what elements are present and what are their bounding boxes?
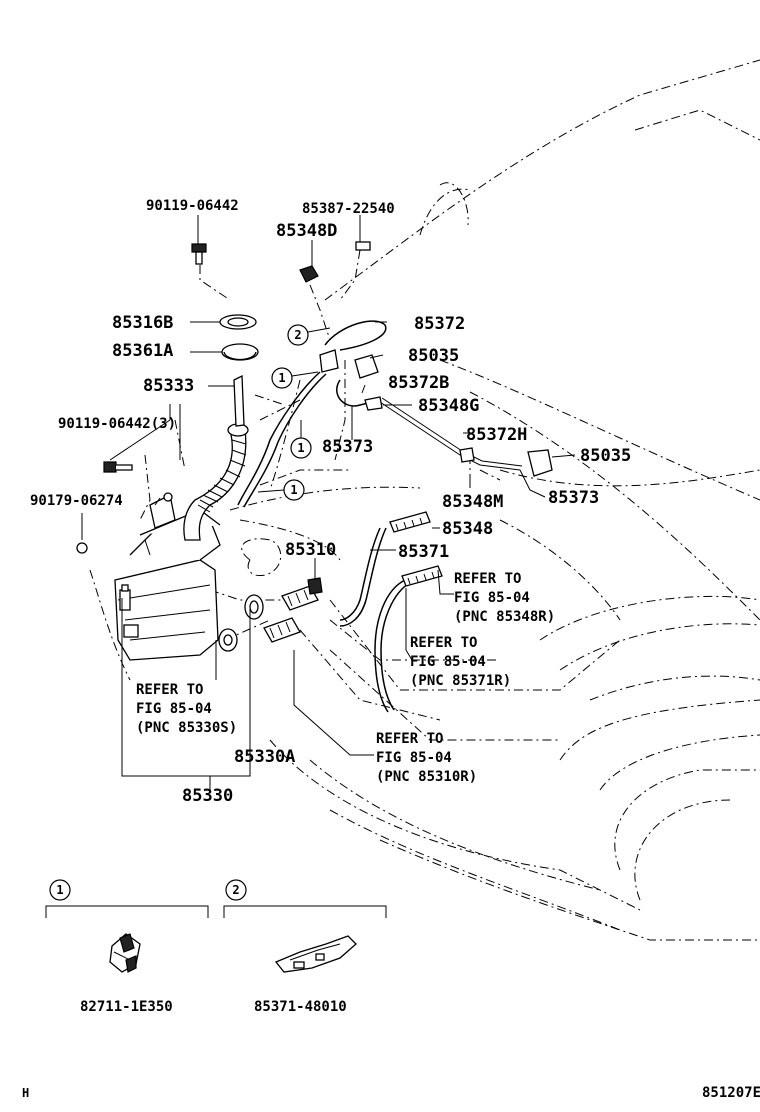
- part-number-label: 90119-06442(3): [58, 416, 176, 432]
- part-number-label: 85372: [414, 314, 465, 334]
- circle-markers: 2 1 1 1: [257, 324, 331, 501]
- refer-line: (PNC 85330S): [136, 720, 237, 736]
- marker-text: 1: [278, 371, 285, 385]
- grommets: [219, 314, 259, 361]
- refer-line: REFER TO: [136, 682, 203, 698]
- inset-marker-1: [49, 879, 71, 901]
- part-number-label: 85348M: [442, 492, 503, 512]
- part-number-label: 85330: [182, 786, 233, 806]
- bolts: [76, 243, 207, 554]
- marker-text: 1: [290, 483, 297, 497]
- filler-neck: [183, 374, 249, 541]
- refer-line: (PNC 85348R): [454, 609, 555, 625]
- refer-line: FIG 85-04: [136, 701, 212, 717]
- marker-circle-2: [287, 324, 309, 346]
- refer-line: (PNC 85310R): [376, 769, 477, 785]
- part-number-label: 85387-22540: [302, 201, 395, 217]
- part-number-label: 85348G: [418, 396, 479, 416]
- refer-line: FIG 85-04: [454, 590, 530, 606]
- refer-line: (PNC 85371R): [410, 673, 511, 689]
- part-number-label: 85371: [398, 542, 449, 562]
- part-labels: 90119-06442 85387-22540 85348D 85316B 85…: [30, 198, 631, 806]
- refer-line: FIG 85-04: [376, 750, 452, 766]
- inset-part-number: 82711-1E350: [80, 999, 173, 1015]
- refer-line: REFER TO: [376, 731, 443, 747]
- part-number-label: 85348: [442, 519, 493, 539]
- part-number-label: 85330A: [234, 747, 295, 767]
- part-number-label: 85372B: [388, 373, 449, 393]
- marker-text: 2: [294, 328, 301, 342]
- part-number-label: 85035: [408, 346, 459, 366]
- part-number-label: 90119-06442: [146, 198, 239, 214]
- inset-2: 2 85371-48010: [223, 879, 387, 1015]
- leader-lines: [81, 215, 576, 790]
- part-number-label: 90179-06274: [30, 493, 123, 509]
- refer-notes: REFER TO FIG 85-04 (PNC 85348R) REFER TO…: [136, 571, 555, 785]
- part-number-label: 85333: [143, 376, 194, 396]
- marker-text: 1: [297, 441, 304, 455]
- inset-1: 1 82711-1E350: [45, 879, 209, 1015]
- part-number-label: 85373: [322, 437, 373, 457]
- part-number-label: 85310: [285, 540, 336, 560]
- part-number-label: 85373: [548, 488, 599, 508]
- inset-marker-text: 2: [232, 883, 239, 897]
- refer-line: REFER TO: [410, 635, 477, 651]
- vehicle-body-outline: [89, 59, 760, 941]
- inset-marker-text: 1: [56, 883, 63, 897]
- part-number-label: 85361A: [112, 341, 173, 361]
- part-number-label: 85035: [580, 446, 631, 466]
- inset-part-number: 85371-48010: [254, 999, 347, 1015]
- washer-hoses: [237, 320, 523, 713]
- bracket-icon: [274, 935, 357, 973]
- refer-line: FIG 85-04: [410, 654, 486, 670]
- washer-tank: [114, 494, 221, 661]
- inset-marker-2: [225, 879, 247, 901]
- clamp-icon: [109, 933, 141, 973]
- part-number-label: 85372H: [466, 425, 527, 445]
- part-number-label: 85316B: [112, 313, 173, 333]
- footer-left-code: H: [22, 1086, 29, 1100]
- figure-code: 851207E: [702, 1085, 760, 1101]
- refer-line: REFER TO: [454, 571, 521, 587]
- marker-circle-1a: [271, 367, 293, 389]
- part-number-label: 85348D: [276, 221, 337, 241]
